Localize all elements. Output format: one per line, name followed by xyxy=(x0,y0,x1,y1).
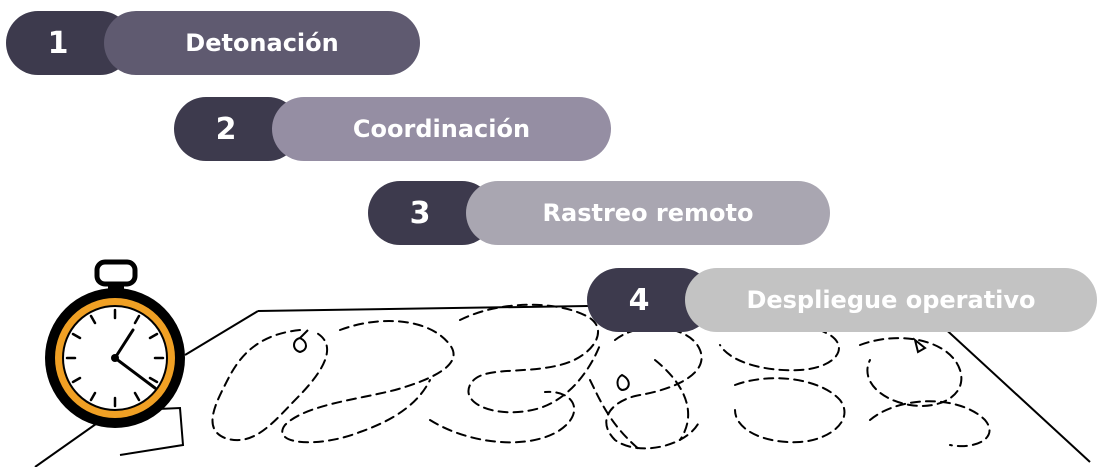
route-marker-icon xyxy=(293,329,927,392)
step-number: 1 xyxy=(47,25,69,61)
step-label: Coordinación xyxy=(272,97,611,161)
step-number: 4 xyxy=(628,282,650,318)
stopwatch-icon xyxy=(45,259,185,428)
step-label: Despliegue operativo xyxy=(685,268,1097,332)
step-label: Detonación xyxy=(104,11,420,75)
step-number: 3 xyxy=(409,195,431,231)
step-label: Rastreo remoto xyxy=(466,181,830,245)
step-number: 2 xyxy=(215,111,237,147)
